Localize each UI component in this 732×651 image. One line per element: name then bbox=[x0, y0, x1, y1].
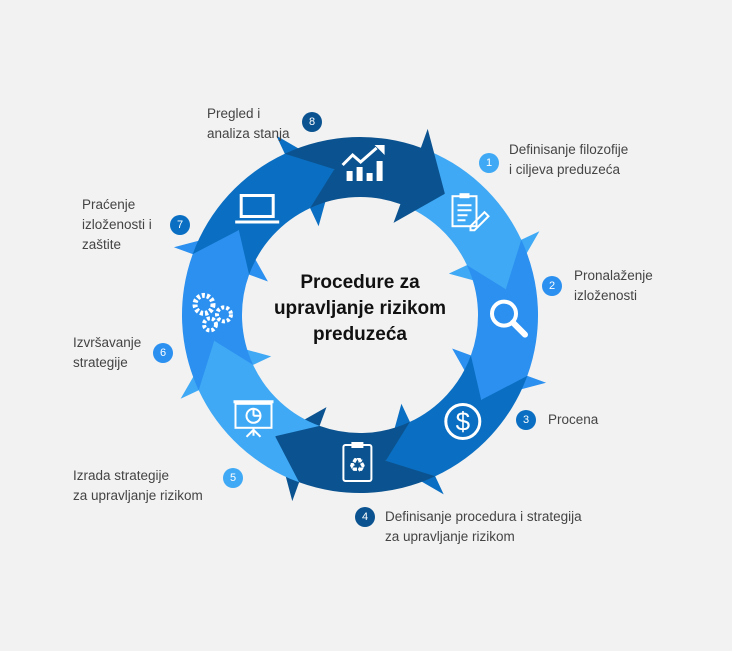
arrow-segment-8 bbox=[284, 128, 445, 223]
presentation-board-icon bbox=[233, 400, 274, 438]
svg-text:♻: ♻ bbox=[348, 453, 366, 477]
arrow-segment-6 bbox=[173, 230, 268, 391]
step-badge-4: 4 bbox=[355, 507, 375, 527]
growth-chart-icon bbox=[341, 145, 385, 181]
clipboard-pencil-icon bbox=[451, 193, 490, 232]
step-badge-2: 2 bbox=[542, 276, 562, 296]
arrow-segment-1 bbox=[400, 147, 540, 290]
arrow-segment-7 bbox=[192, 135, 335, 275]
step-badge-7: 7 bbox=[170, 215, 190, 235]
step-badge-1: 1 bbox=[479, 153, 499, 173]
dollar-icon: $ bbox=[444, 403, 482, 440]
svg-text:$: $ bbox=[456, 407, 471, 437]
title-line: preduzeća bbox=[313, 324, 407, 345]
center-title: Procedure za upravljanje rizikom preduze… bbox=[250, 270, 470, 348]
step-badge-5: 5 bbox=[223, 468, 243, 488]
laptop-icon bbox=[235, 194, 280, 224]
step-badge-8: 8 bbox=[302, 112, 322, 132]
step-badge-6: 6 bbox=[153, 343, 173, 363]
title-line: Procedure za bbox=[300, 272, 420, 293]
title-line: upravljanje rizikom bbox=[273, 298, 447, 319]
arrow-segment-3 bbox=[385, 355, 528, 495]
gears-icon bbox=[192, 292, 233, 333]
step-label-3: Procena bbox=[548, 412, 599, 427]
arrow-segment-4 bbox=[275, 407, 436, 502]
step-badge-3: 3 bbox=[516, 410, 536, 430]
recycle-clipboard-icon: ♻ bbox=[342, 442, 373, 482]
arrow-segment-5 bbox=[180, 340, 320, 483]
magnifier-icon bbox=[490, 299, 528, 338]
arrow-segment-2 bbox=[452, 239, 547, 400]
